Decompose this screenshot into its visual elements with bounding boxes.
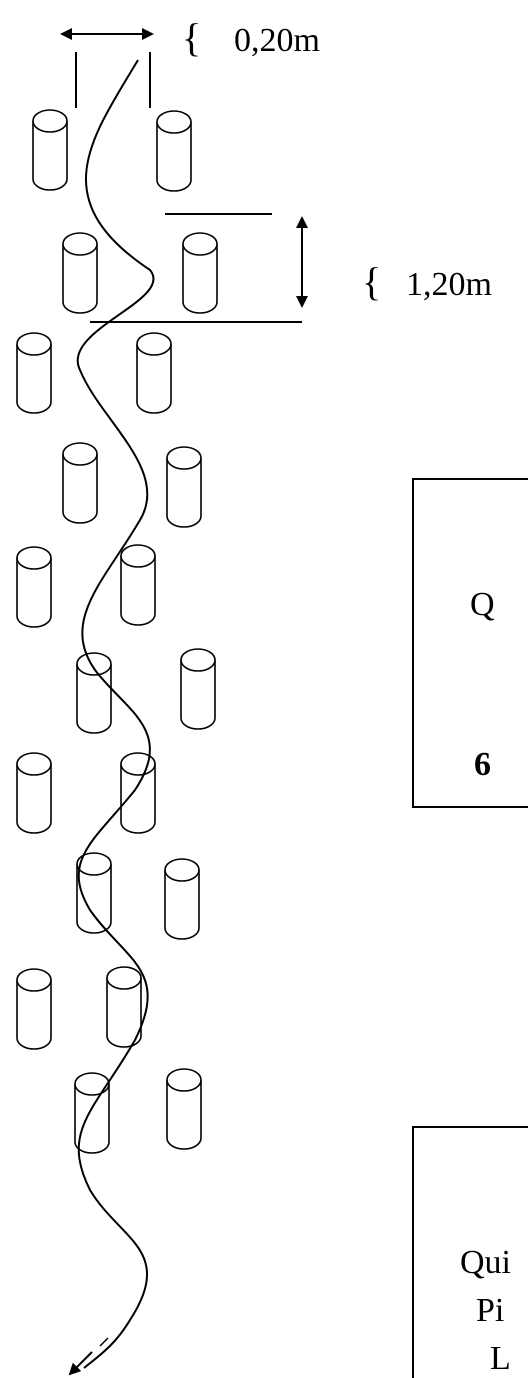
path-end-hook	[99, 1337, 109, 1347]
spacing-brace: {	[362, 259, 382, 304]
info-box-2-line-3: L	[490, 1340, 511, 1377]
slalom-path	[76, 59, 155, 1369]
cone-3-left	[16, 332, 52, 414]
width-brace: {	[182, 15, 202, 60]
spacing-label: 1,20m	[406, 266, 492, 303]
cone-6-right	[180, 648, 216, 730]
info-box-1-line-1: Q	[470, 586, 495, 623]
cone-1-right	[156, 110, 192, 192]
cone-9-left	[16, 968, 52, 1050]
path-end-arrow	[68, 1351, 93, 1376]
cone-4-right	[166, 446, 202, 528]
cone-8-right	[164, 858, 200, 940]
cone-9-right	[106, 966, 142, 1048]
cone-7-right	[120, 752, 156, 834]
cone-8-left	[76, 852, 112, 934]
info-box-2	[412, 1126, 528, 1378]
cone-4-left	[62, 442, 98, 524]
cone-3-right	[136, 332, 172, 414]
cone-5-right	[120, 544, 156, 626]
cone-2-left	[62, 232, 98, 314]
info-box-2-line-1: Qui	[460, 1244, 511, 1281]
cone-7-left	[16, 752, 52, 834]
cone-5-left	[16, 546, 52, 628]
width-label: 0,20m	[234, 22, 320, 59]
info-box-1-line-4: 6	[474, 746, 491, 783]
cone-6-left	[76, 652, 112, 734]
cone-10-left	[74, 1072, 110, 1154]
info-box-1	[412, 478, 528, 808]
cone-10-right	[166, 1068, 202, 1150]
cone-1-left	[32, 109, 68, 191]
cones-group	[16, 109, 218, 1154]
info-box-2-line-2: Pi	[476, 1292, 505, 1329]
cone-2-right	[182, 232, 218, 314]
